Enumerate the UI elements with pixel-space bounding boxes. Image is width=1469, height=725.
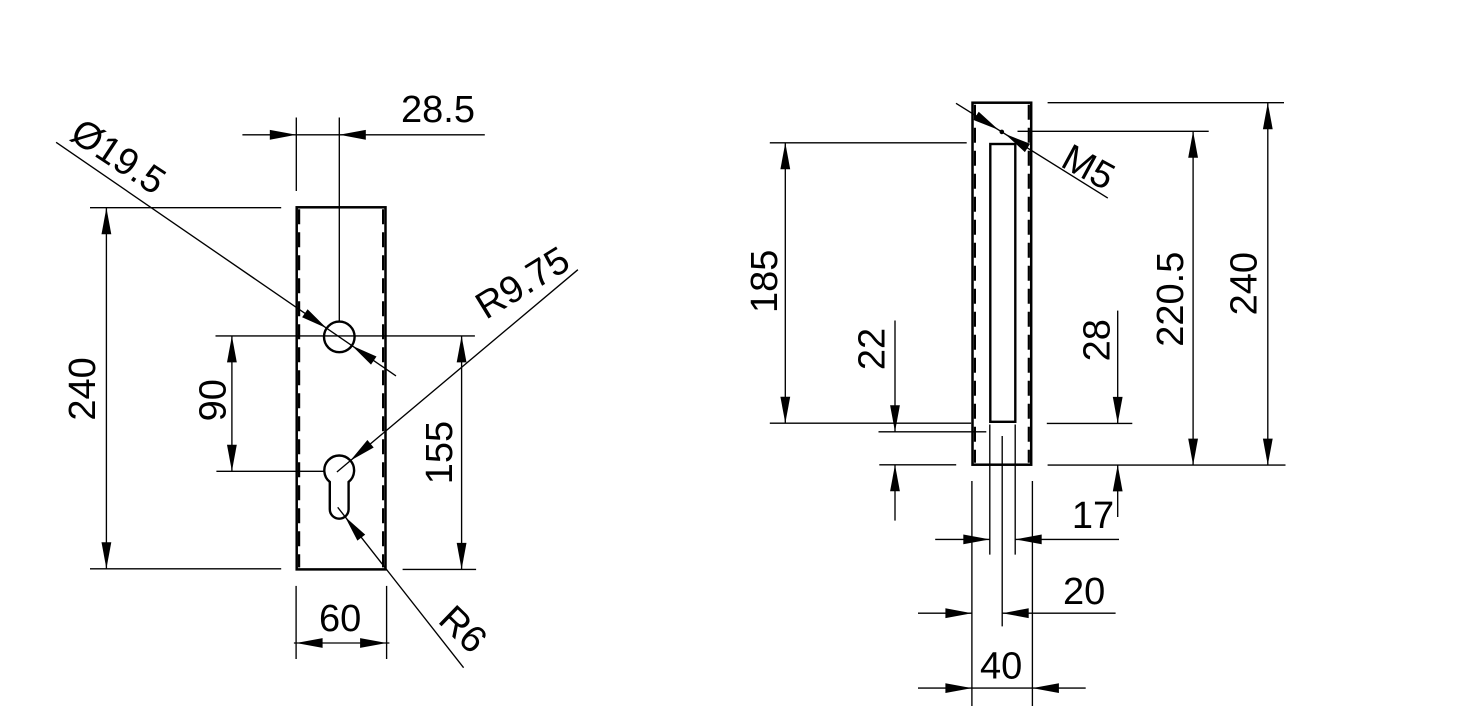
svg-text:28.5: 28.5 xyxy=(401,89,475,131)
svg-text:R9.75: R9.75 xyxy=(469,239,577,328)
svg-text:90: 90 xyxy=(193,379,235,421)
svg-text:240: 240 xyxy=(62,357,104,420)
svg-text:60: 60 xyxy=(319,598,361,640)
svg-text:220.5: 220.5 xyxy=(1150,252,1192,347)
svg-text:M5: M5 xyxy=(1055,137,1121,199)
svg-text:22: 22 xyxy=(852,328,894,370)
svg-text:40: 40 xyxy=(980,646,1022,688)
svg-text:185: 185 xyxy=(744,250,786,313)
svg-text:20: 20 xyxy=(1063,571,1105,613)
svg-text:Ø19.5: Ø19.5 xyxy=(63,111,173,203)
svg-text:R6: R6 xyxy=(430,598,494,662)
svg-text:28: 28 xyxy=(1077,319,1119,361)
svg-text:17: 17 xyxy=(1072,495,1114,537)
svg-text:155: 155 xyxy=(419,421,461,484)
svg-text:240: 240 xyxy=(1224,252,1266,315)
